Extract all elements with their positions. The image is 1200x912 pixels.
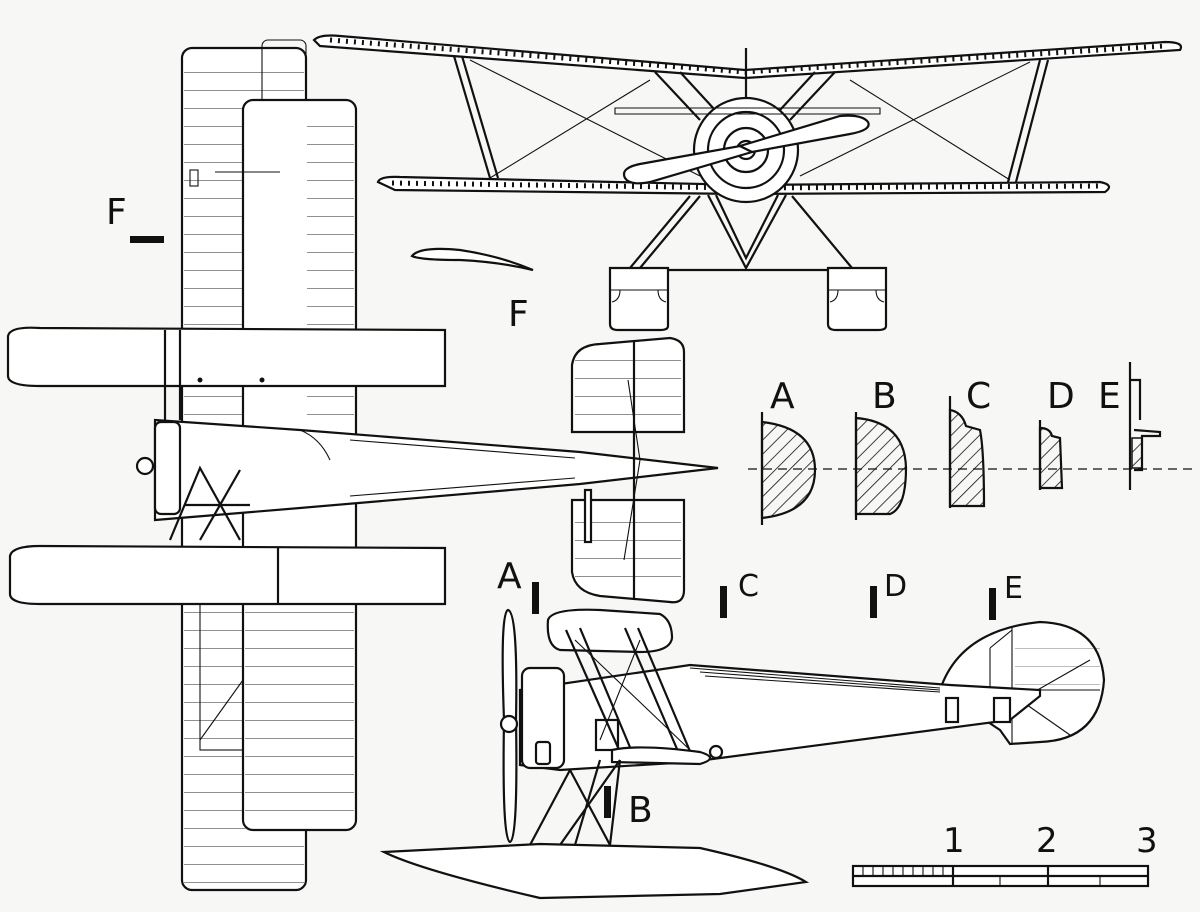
cut-e-label: E <box>1004 571 1023 606</box>
section-e-label: E <box>1098 376 1121 417</box>
side-upper-wing <box>546 608 674 654</box>
section-a-shape <box>760 420 817 520</box>
section-c-label: C <box>966 376 991 417</box>
scale-bar: 1 2 3 <box>851 821 1158 888</box>
cut-d-label: D <box>884 569 907 604</box>
section-a-label: A <box>770 376 795 417</box>
fuselage-sections: A B C D E <box>748 362 1192 525</box>
front-float-left <box>608 266 670 332</box>
cut-c-label: C <box>738 569 759 604</box>
side-float <box>379 842 810 900</box>
section-d-label: D <box>1047 376 1075 417</box>
profile-f-label: F <box>508 294 529 335</box>
cut-e-bar <box>989 588 996 620</box>
section-b-label: B <box>872 376 897 417</box>
marker-f: F <box>106 192 127 233</box>
plan-lower-wing-ribs-bot <box>245 600 354 825</box>
cut-d-bar <box>870 586 877 618</box>
front-upper-wing <box>312 34 1183 80</box>
front-view <box>312 34 1183 332</box>
section-c-shape <box>948 408 986 508</box>
scale-tick-3: 3 <box>1136 821 1158 861</box>
cut-b-bar <box>604 786 611 818</box>
scale-tick-1: 1 <box>943 821 965 861</box>
plan-float-upper <box>6 326 447 388</box>
cut-a-label: A <box>497 556 522 597</box>
plan-float-lower <box>8 544 447 606</box>
cut-c-bar <box>720 586 727 618</box>
airfoil-profile <box>410 247 534 272</box>
cut-a-bar <box>532 582 539 614</box>
marker-f-bar <box>130 236 164 243</box>
section-b-shape <box>854 416 908 516</box>
side-view <box>379 608 1106 900</box>
cut-b-label: B <box>628 790 653 831</box>
tailplane-plan <box>570 336 686 604</box>
plan-view <box>6 39 719 892</box>
front-float-right <box>826 266 888 332</box>
section-d-shape <box>1038 426 1064 490</box>
scale-tick-2: 2 <box>1036 821 1058 861</box>
